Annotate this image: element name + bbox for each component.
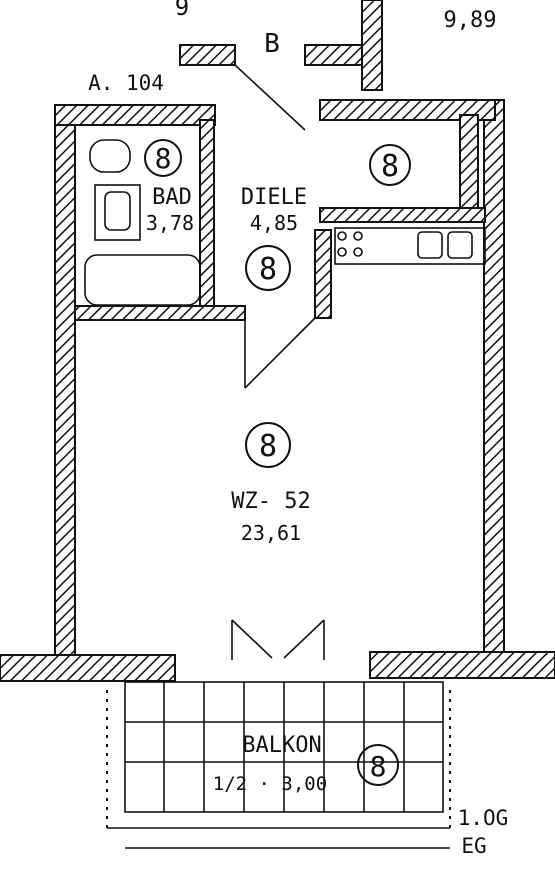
room-marker-bath: 8 — [144, 139, 182, 177]
hall-area: 4,85 — [250, 211, 298, 235]
room-marker-bath-label: 8 — [155, 142, 172, 175]
top-right-area: 9,89 — [444, 8, 497, 33]
room-marker-kitchen: 8 — [369, 144, 411, 186]
room-a-label: A. 104 — [88, 71, 164, 95]
room-marker-living-label: 8 — [259, 429, 277, 464]
balcony-name: BALKON — [242, 733, 321, 758]
floor-eg-label: EG — [461, 834, 486, 858]
door-swings — [231, 64, 325, 660]
top-left-number: 9 — [175, 0, 189, 21]
balcony-area: 1/2 · 3,00 — [213, 773, 327, 795]
kitchen-fixtures — [334, 227, 486, 265]
balcony-grid — [106, 681, 451, 849]
bath-area: 3,78 — [146, 211, 194, 235]
bathroom-fixtures — [84, 139, 201, 306]
room-marker-balcony-label: 8 — [370, 750, 387, 783]
walls — [0, 0, 555, 682]
living-area: 23,61 — [241, 521, 301, 545]
hall-name: DIELE — [241, 185, 307, 210]
room-marker-kitchen-label: 8 — [381, 149, 399, 184]
room-b-label: B — [264, 29, 280, 59]
room-marker-hall-label: 8 — [259, 252, 277, 287]
living-name: WZ- 52 — [231, 489, 310, 514]
room-marker-hall: 8 — [245, 245, 291, 291]
floor-1og-label: 1.OG — [458, 806, 509, 830]
room-marker-living: 8 — [245, 422, 291, 468]
room-marker-balcony: 8 — [357, 744, 399, 786]
bath-name: BAD — [152, 185, 192, 210]
